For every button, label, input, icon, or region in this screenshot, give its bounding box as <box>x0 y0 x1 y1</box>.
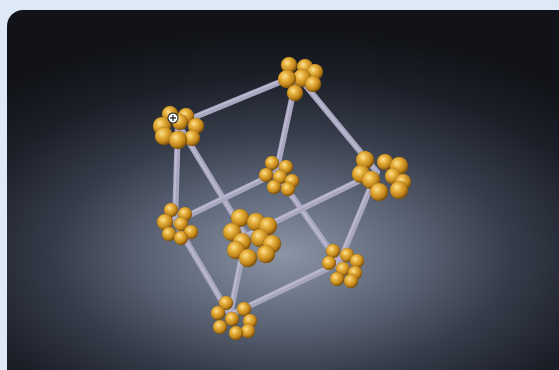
atom <box>239 249 257 267</box>
molecule-canvas[interactable] <box>7 10 559 370</box>
atom <box>350 254 364 268</box>
atom <box>213 320 227 334</box>
atom <box>322 256 336 270</box>
atom <box>241 324 255 338</box>
atom <box>330 272 344 286</box>
atom <box>370 183 388 201</box>
atom <box>267 180 281 194</box>
atom <box>259 168 273 182</box>
atom-cluster-left[interactable] <box>157 203 198 245</box>
atom-cluster-right[interactable] <box>352 151 411 201</box>
atom <box>281 182 295 196</box>
rotate-cursor-icon <box>168 113 178 123</box>
atom-cluster-topLeft[interactable] <box>153 106 204 149</box>
atom <box>257 245 275 263</box>
atom <box>305 76 321 92</box>
atom-layer <box>153 57 411 340</box>
atom <box>344 274 358 288</box>
atom <box>287 85 303 101</box>
atom-cluster-centre[interactable] <box>223 209 281 267</box>
molecule-3d-viewport[interactable] <box>7 10 559 370</box>
atom-cluster-lowRight[interactable] <box>322 244 364 288</box>
atom <box>225 312 239 326</box>
atom-cluster-mid[interactable] <box>259 156 299 196</box>
atom <box>229 326 243 340</box>
atom <box>174 231 188 245</box>
atom <box>169 131 187 149</box>
atom <box>390 181 408 199</box>
atom <box>211 306 225 320</box>
